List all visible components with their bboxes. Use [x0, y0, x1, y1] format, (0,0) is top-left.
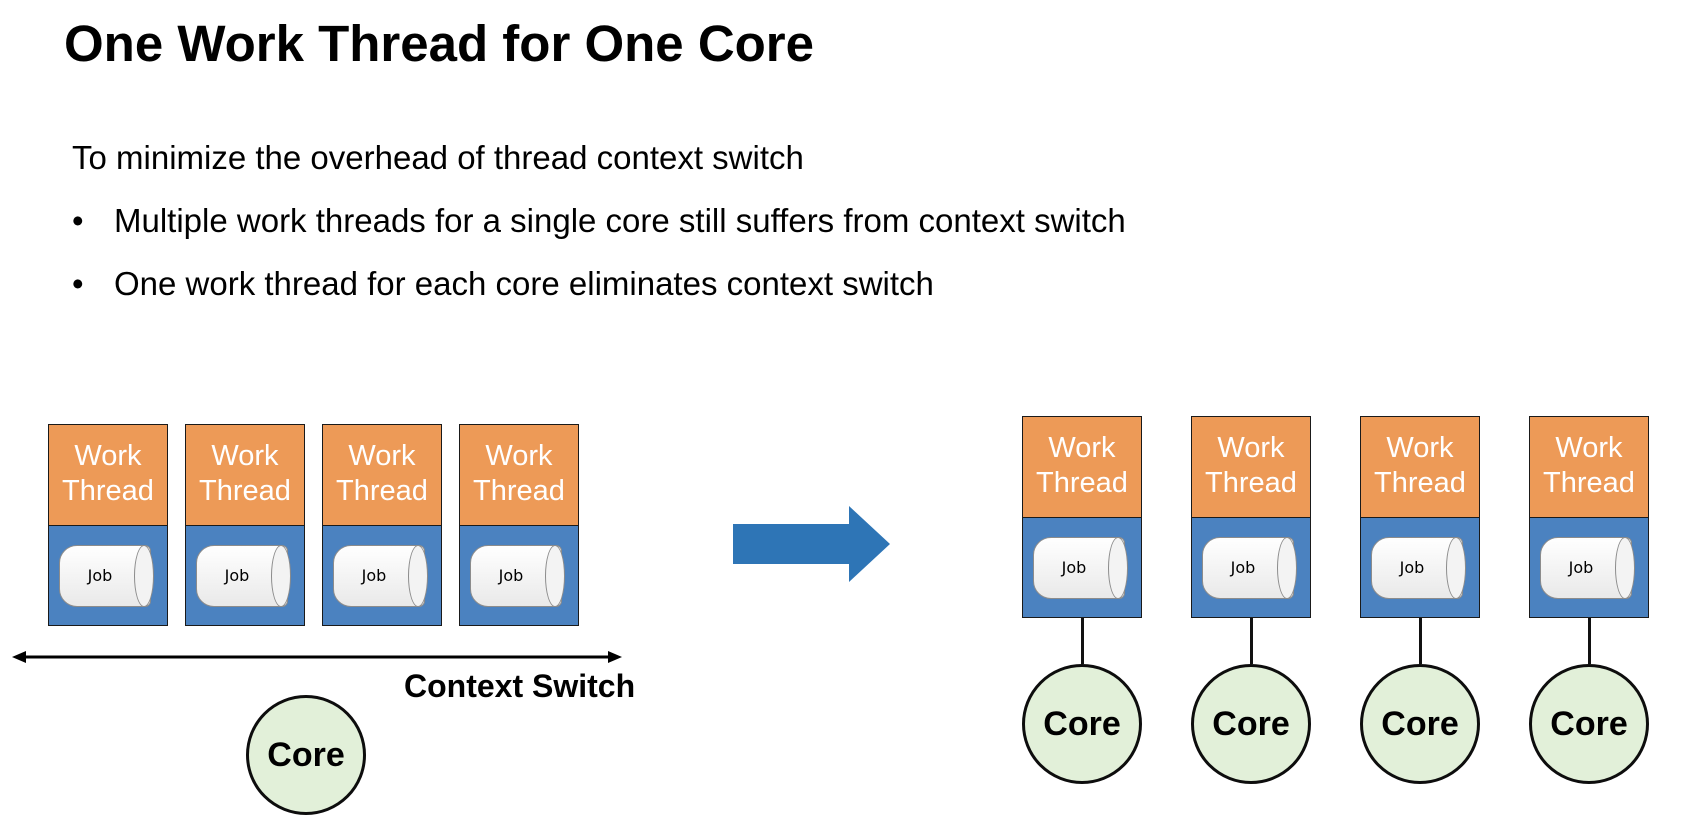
work-thread-header: Work Thread — [1361, 417, 1479, 518]
thread-label-line1: Work — [1217, 432, 1285, 464]
bullet-text: One work thread for each core eliminates… — [114, 265, 934, 302]
core-circle: Core — [1360, 664, 1480, 784]
work-thread-block: Work Thread Job — [1022, 416, 1142, 618]
job-label: Job — [87, 566, 113, 585]
work-thread-block: Work Thread Job — [459, 424, 579, 626]
job-cylinder: Job — [1033, 537, 1128, 599]
job-cylinder-cap — [134, 545, 154, 607]
work-thread-block: Work Thread Job — [322, 424, 442, 626]
thread-label-line2: Thread — [336, 475, 428, 507]
work-thread-body: Job — [186, 526, 304, 625]
thread-label-line1: Work — [74, 440, 142, 472]
work-thread-body: Job — [49, 526, 167, 625]
job-cylinder-cap — [1108, 537, 1128, 599]
connector-line — [1419, 618, 1422, 664]
work-thread-body: Job — [1023, 518, 1141, 617]
job-cylinder: Job — [1540, 537, 1635, 599]
job-cylinder: Job — [470, 545, 565, 607]
job-cylinder: Job — [59, 545, 154, 607]
work-thread-header: Work Thread — [1530, 417, 1648, 518]
connector-line — [1588, 618, 1591, 664]
thread-label-line2: Thread — [473, 475, 565, 507]
thread-label-line1: Work — [1048, 432, 1116, 464]
work-thread-header: Work Thread — [186, 425, 304, 526]
thread-label-line2: Thread — [62, 475, 154, 507]
intro-text: To minimize the overhead of thread conte… — [72, 139, 804, 176]
work-thread-block: Work Thread Job — [1191, 416, 1311, 618]
work-thread-body: Job — [1361, 518, 1479, 617]
job-label: Job — [1568, 558, 1594, 577]
job-cylinder-cap — [545, 545, 565, 607]
work-thread-block: Work Thread Job — [185, 424, 305, 626]
thread-label-line2: Thread — [1205, 467, 1297, 499]
job-cylinder-cap — [408, 545, 428, 607]
work-thread-block: Work Thread Job — [1360, 416, 1480, 618]
bullet-dot: • — [72, 202, 84, 239]
job-cylinder-cap — [1615, 537, 1635, 599]
connector-line — [1250, 618, 1253, 664]
core-circle: Core — [1529, 664, 1649, 784]
context-switch-label: Context Switch — [404, 668, 636, 704]
job-cylinder-cap — [271, 545, 291, 607]
job-label: Job — [361, 566, 387, 585]
job-cylinder-cap — [1446, 537, 1466, 599]
job-label: Job — [1399, 558, 1425, 577]
connector-line — [1081, 618, 1084, 664]
core-circle: Core — [1191, 664, 1311, 784]
thread-label-line2: Thread — [1374, 467, 1466, 499]
core-circle: Core — [246, 695, 366, 815]
thread-label-line1: Work — [211, 440, 279, 472]
bullet-text: Multiple work threads for a single core … — [114, 202, 1126, 239]
work-thread-header: Work Thread — [49, 425, 167, 526]
transition-arrow — [733, 506, 890, 582]
slide-title: One Work Thread for One Core — [64, 15, 815, 72]
job-cylinder: Job — [1371, 537, 1466, 599]
work-thread-block: Work Thread Job — [1529, 416, 1649, 618]
thread-label-line2: Thread — [1036, 467, 1128, 499]
job-cylinder-cap — [1277, 537, 1297, 599]
work-thread-body: Job — [1192, 518, 1310, 617]
bullet-dot: • — [72, 265, 84, 302]
work-thread-body: Job — [460, 526, 578, 625]
work-thread-block: Work Thread Job — [48, 424, 168, 626]
thread-label-line2: Thread — [1543, 467, 1635, 499]
context-switch-arrow — [12, 651, 622, 663]
job-label: Job — [498, 566, 524, 585]
thread-label-line2: Thread — [199, 475, 291, 507]
work-thread-header: Work Thread — [460, 425, 578, 526]
core-circle: Core — [1022, 664, 1142, 784]
work-thread-body: Job — [1530, 518, 1648, 617]
job-cylinder: Job — [333, 545, 428, 607]
thread-label-line1: Work — [1386, 432, 1454, 464]
thread-label-line1: Work — [348, 440, 416, 472]
thread-label-line1: Work — [1555, 432, 1623, 464]
work-thread-body: Job — [323, 526, 441, 625]
work-thread-header: Work Thread — [323, 425, 441, 526]
work-thread-header: Work Thread — [1192, 417, 1310, 518]
job-cylinder: Job — [196, 545, 291, 607]
job-label: Job — [1230, 558, 1256, 577]
job-label: Job — [224, 566, 250, 585]
job-cylinder: Job — [1202, 537, 1297, 599]
work-thread-header: Work Thread — [1023, 417, 1141, 518]
job-label: Job — [1061, 558, 1087, 577]
thread-label-line1: Work — [485, 440, 553, 472]
